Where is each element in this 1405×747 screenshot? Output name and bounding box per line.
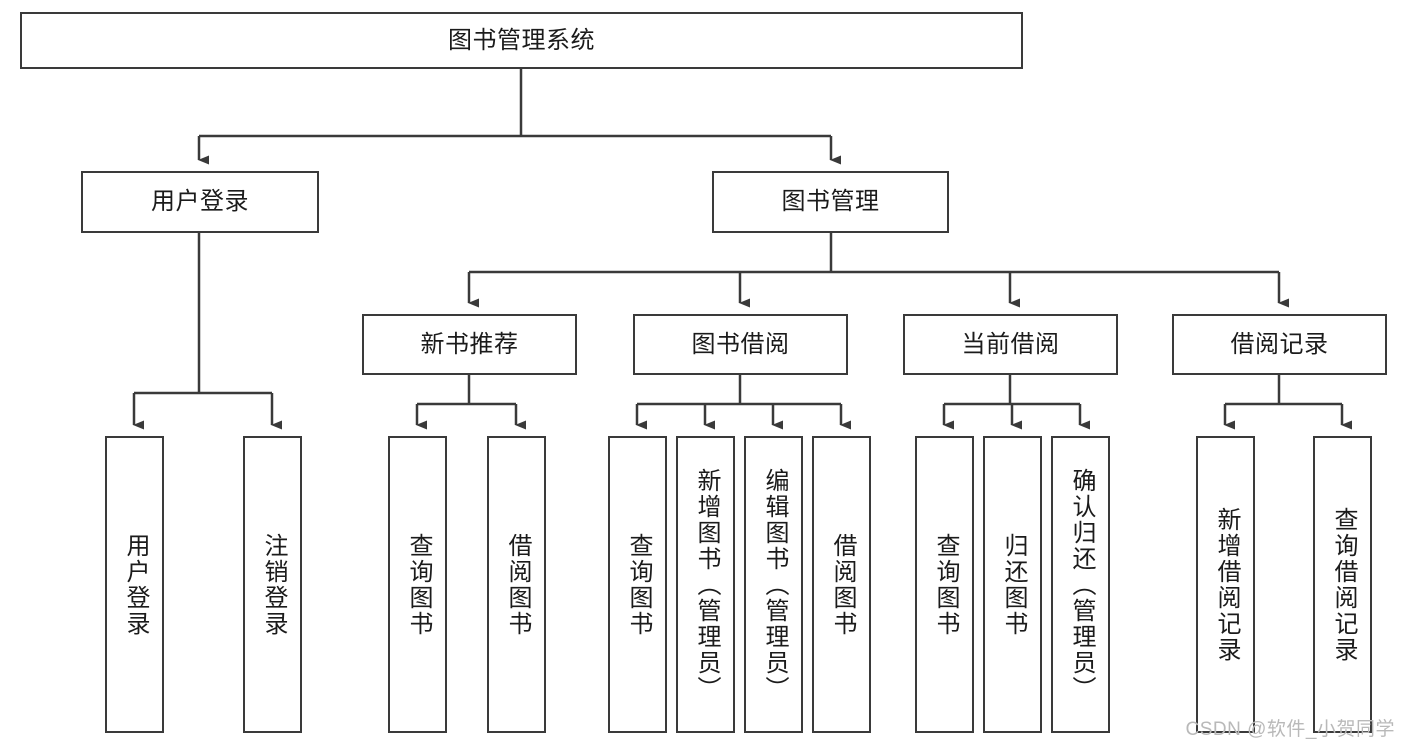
node-leaf-user-login[interactable]: 用户登录: [105, 436, 164, 733]
node-leaf-add-book[interactable]: 新增图书（管理员）: [676, 436, 735, 733]
csdn-watermark: CSDN @软件_小贺同学: [1185, 719, 1395, 740]
node-leaf-edit-book[interactable]: 编辑图书（管理员）: [744, 436, 803, 733]
node-leaf-return-book-label: 归还图书: [999, 532, 1027, 637]
node-leaf-query-book-borrow-label: 查询图书: [624, 532, 652, 637]
node-leaf-query-book-recommend-label: 查询图书: [404, 532, 432, 637]
node-root[interactable]: 图书管理系统: [20, 12, 1023, 69]
node-root-label: 图书管理系统: [448, 26, 595, 54]
node-leaf-query-record-label: 查询借阅记录: [1329, 506, 1357, 663]
node-leaf-borrow-book-label: 借阅图书: [828, 532, 856, 637]
node-leaf-query-record[interactable]: 查询借阅记录: [1313, 436, 1372, 733]
node-user-login[interactable]: 用户登录: [81, 171, 319, 233]
node-book-management-label: 图书管理: [781, 188, 880, 216]
node-new-book-recommend[interactable]: 新书推荐: [362, 314, 577, 375]
node-borrow-record-label: 借阅记录: [1230, 330, 1329, 358]
node-leaf-add-record[interactable]: 新增借阅记录: [1196, 436, 1255, 733]
node-leaf-confirm-return[interactable]: 确认归还（管理员）: [1051, 436, 1110, 733]
node-book-management[interactable]: 图书管理: [712, 171, 949, 233]
node-book-borrow-label: 图书借阅: [691, 330, 790, 358]
node-borrow-record[interactable]: 借阅记录: [1172, 314, 1387, 375]
node-leaf-add-record-label: 新增借阅记录: [1212, 506, 1240, 663]
node-leaf-query-book-current-label: 查询图书: [931, 532, 959, 637]
node-leaf-add-book-label: 新增图书（管理员）: [692, 467, 720, 702]
node-leaf-query-book-borrow[interactable]: 查询图书: [608, 436, 667, 733]
node-leaf-edit-book-label: 编辑图书（管理员）: [760, 467, 788, 702]
node-leaf-borrow-book[interactable]: 借阅图书: [812, 436, 871, 733]
node-leaf-borrow-book-recommend[interactable]: 借阅图书: [487, 436, 546, 733]
node-leaf-borrow-book-recommend-label: 借阅图书: [503, 532, 531, 637]
node-book-borrow[interactable]: 图书借阅: [633, 314, 848, 375]
node-leaf-logout[interactable]: 注销登录: [243, 436, 302, 733]
node-current-borrow-label: 当前借阅: [961, 330, 1060, 358]
node-leaf-query-book-current[interactable]: 查询图书: [915, 436, 974, 733]
node-leaf-return-book[interactable]: 归还图书: [983, 436, 1042, 733]
node-leaf-user-login-label: 用户登录: [121, 532, 149, 637]
node-user-login-label: 用户登录: [151, 188, 249, 216]
node-leaf-logout-label: 注销登录: [259, 532, 287, 637]
node-new-book-recommend-label: 新书推荐: [420, 330, 519, 358]
node-current-borrow[interactable]: 当前借阅: [903, 314, 1118, 375]
node-leaf-confirm-return-label: 确认归还（管理员）: [1067, 467, 1095, 702]
node-leaf-query-book-recommend[interactable]: 查询图书: [388, 436, 447, 733]
